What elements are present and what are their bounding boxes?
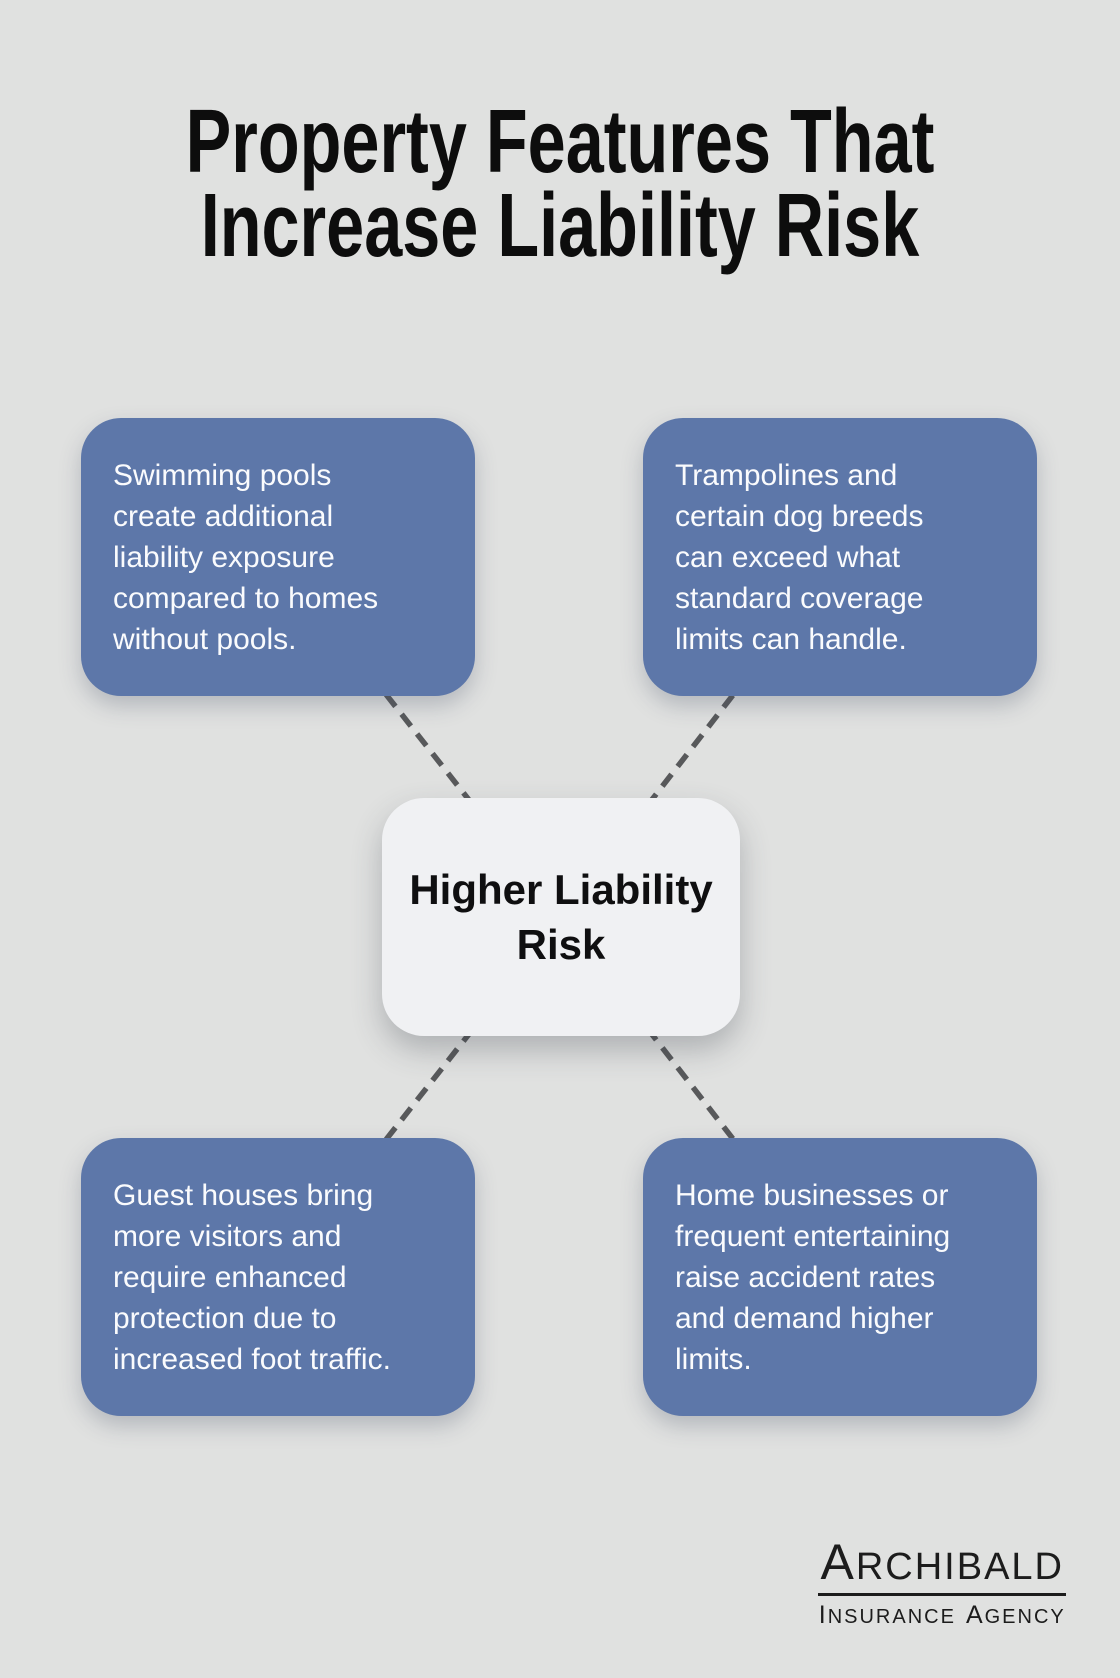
logo-subtitle-word2-initial: A (965, 1601, 985, 1629)
logo-subtitle-word1-initial: I (818, 1601, 828, 1629)
center-node: Higher Liability Risk (382, 798, 740, 1036)
logo-subtitle: INSURANCE AGENCY (818, 1601, 1066, 1630)
node-text-trampolines-dogs: Trampolines and certain dog breeds can e… (675, 458, 924, 656)
logo-name-initial: A (820, 1534, 856, 1590)
logo-subtitle-word2: AGENCY (966, 1601, 1066, 1629)
node-box-home-businesses: Home businesses or frequent entertaining… (643, 1138, 1037, 1416)
node-text-home-businesses: Home businesses or frequent entertaining… (675, 1178, 951, 1376)
logo-subtitle-word1-rest: NSURANCE (827, 1606, 956, 1628)
node-text-swimming-pools: Swimming pools create additional liabili… (113, 458, 379, 656)
page-title-line1: Property Features That (185, 92, 935, 192)
node-box-swimming-pools: Swimming pools create additional liabili… (81, 418, 475, 696)
node-box-guest-houses: Guest houses bring more visitors and req… (81, 1138, 475, 1416)
logo-name-rest: RCHIBALD (855, 1546, 1064, 1588)
node-text-guest-houses: Guest houses bring more visitors and req… (113, 1178, 391, 1376)
logo-subtitle-word2-rest: GENCY (984, 1606, 1066, 1628)
center-node-label: Higher Liability Risk (409, 866, 713, 968)
logo-subtitle-word1: INSURANCE (819, 1601, 956, 1629)
page-title: Property Features That Increase Liabilit… (134, 92, 985, 276)
page-title-line2: Increase Liability Risk (200, 176, 920, 276)
node-box-trampolines-dogs: Trampolines and certain dog breeds can e… (643, 418, 1037, 696)
logo-name: ARCHIBALD (818, 1537, 1066, 1596)
